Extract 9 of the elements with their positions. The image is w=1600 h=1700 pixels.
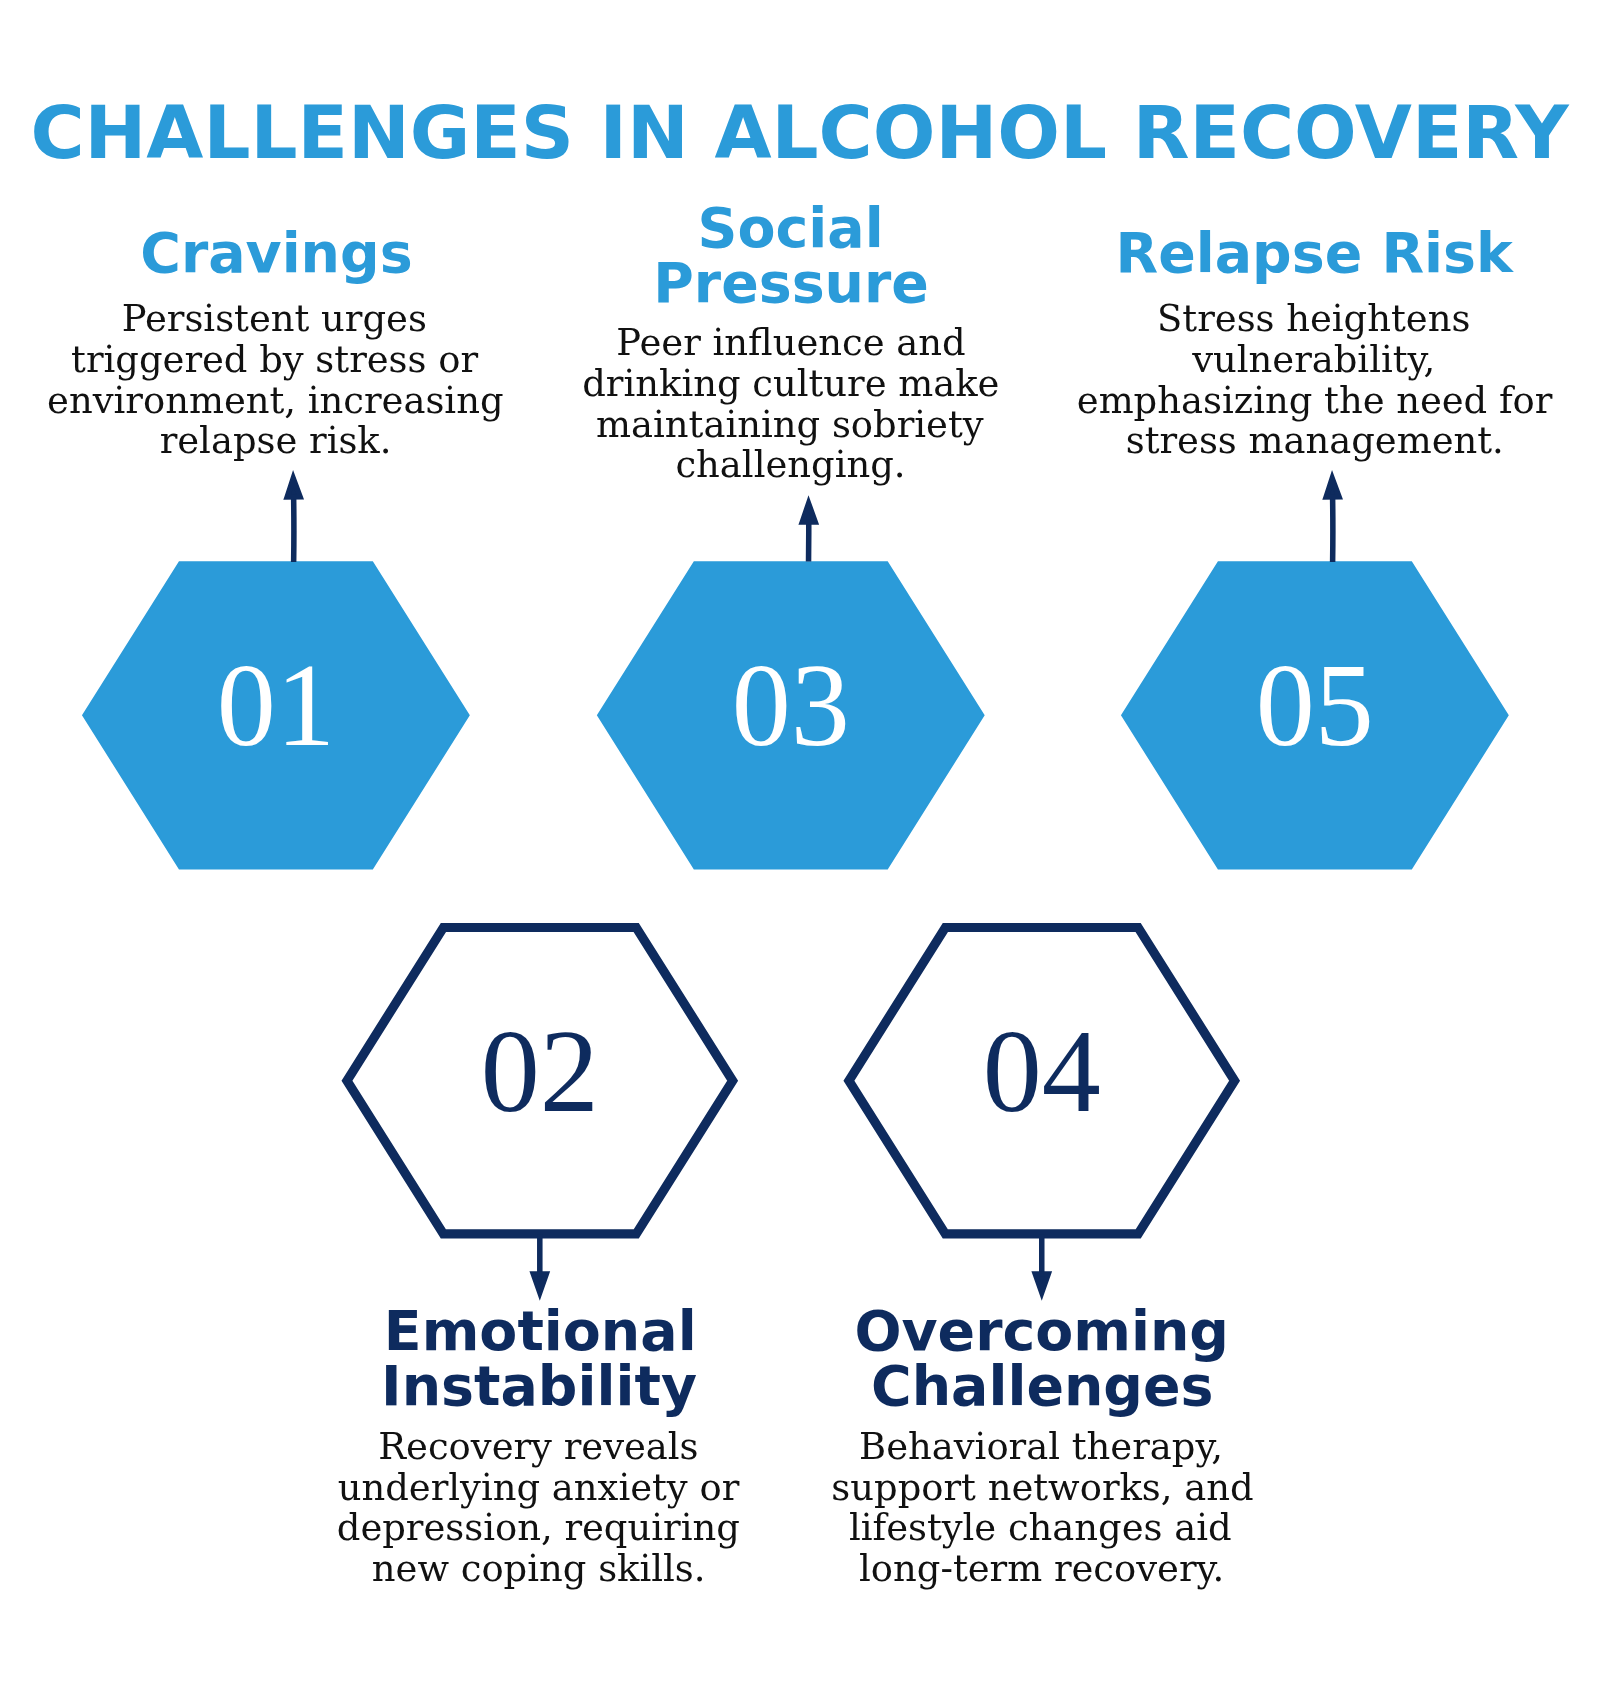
node-text: Overcoming Challenges Behavioral therapy, support networks, and lifestyle changes aid long-term recovery.: [831, 1299, 1254, 1590]
arrow: [283, 470, 305, 562]
diagram-title: CHALLENGES IN ALCOHOL RECOVERY: [30, 88, 1569, 175]
node-text: Social Pressure Peer influence and drinking culture make maintaining sobriety challenging.: [582, 195, 1000, 487]
node-text: Relapse Risk Stress heightens vulnerability, emphasizing the need for stress management.: [1076, 221, 1553, 463]
node-text: Emotional Instability Recovery reveals underlying anxiety or depression, requiring new coping skills.: [336, 1299, 740, 1590]
arrow: [1322, 470, 1343, 562]
node-text: Cravings Persistent urges triggered by stress or environment, increasing relapse risk.: [47, 221, 504, 463]
arrow: [798, 495, 820, 562]
